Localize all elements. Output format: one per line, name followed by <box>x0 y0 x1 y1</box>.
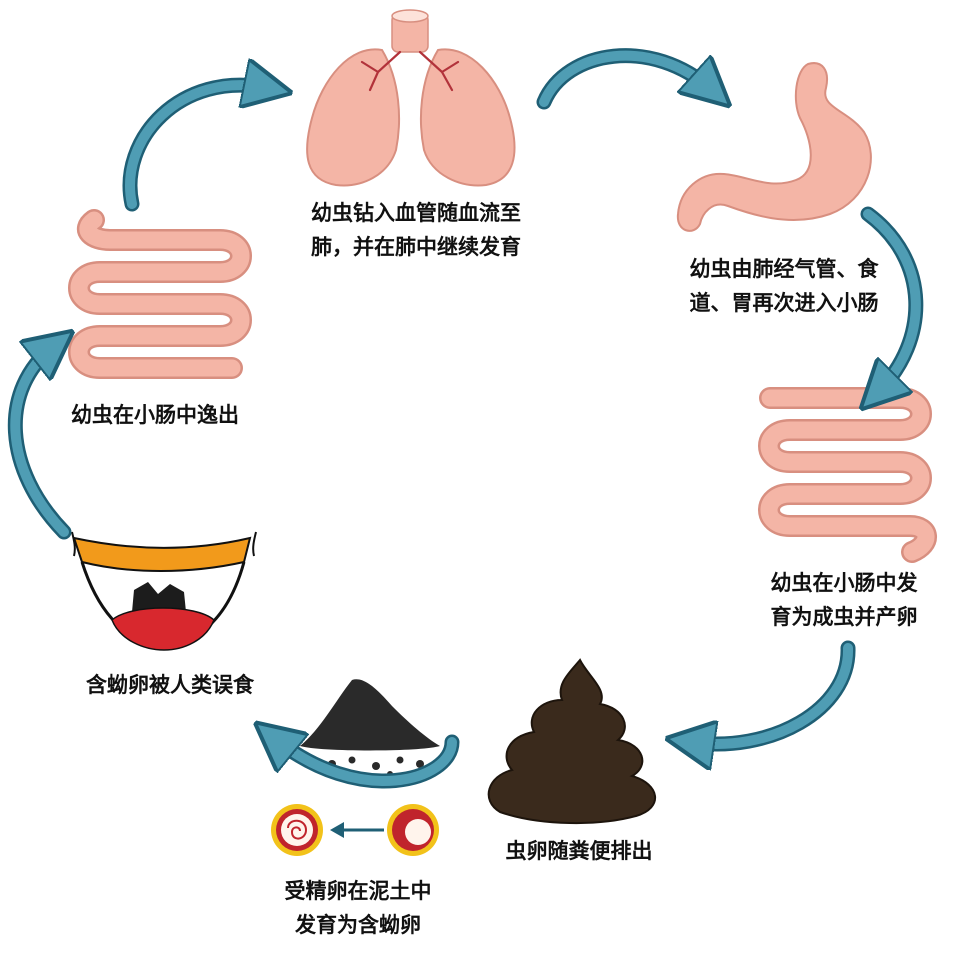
label-line: 肺，并在肺中继续发育 <box>311 234 521 259</box>
label-ingestion-stage: 含蚴卵被人类误食 <box>50 668 290 702</box>
label-feces-stage: 虫卵随粪便排出 <box>474 834 684 868</box>
label-stomach-stage: 幼虫由肺经气管、食 道、胃再次进入小肠 <box>664 252 904 320</box>
feces-illustration <box>487 658 656 825</box>
small-intestine-right-illustration <box>758 387 937 563</box>
embryonated-egg-illustration <box>271 804 323 856</box>
cycle-arrows <box>7 48 924 789</box>
arrow-intestine-to-feces <box>682 640 856 752</box>
right-lung <box>420 48 516 187</box>
label-line: 受精卵在泥土中 <box>284 878 432 903</box>
label-line: 道、胃再次进入小肠 <box>689 290 879 315</box>
label-line: 幼虫在小肠中发 <box>770 570 918 595</box>
small-intestine-left-illustration <box>68 209 252 379</box>
arrow-lungs-to-stomach <box>536 48 720 110</box>
label-line: 幼虫钻入血管随血流至 <box>311 200 521 225</box>
label-line: 幼虫在小肠中逸出 <box>71 402 239 427</box>
stomach-illustration <box>676 62 872 232</box>
label-line: 发育为含蚴卵 <box>295 912 421 937</box>
label-line: 虫卵随粪便排出 <box>505 838 653 863</box>
egg-development-arrow <box>330 822 384 838</box>
tongue <box>111 607 215 651</box>
label-line: 育为成虫并产卵 <box>770 604 918 629</box>
label-lungs-stage: 幼虫钻入血管随血流至 肺，并在肺中继续发育 <box>276 196 556 264</box>
fertilized-egg-illustration <box>387 804 439 856</box>
label-egg-stage: 受精卵在泥土中 发育为含蚴卵 <box>248 874 468 942</box>
label-line: 含蚴卵被人类误食 <box>86 672 254 697</box>
lungs-illustration <box>306 9 516 187</box>
mouth-illustration <box>71 531 257 651</box>
label-line: 幼虫由肺经气管、食 <box>689 256 879 281</box>
label-intestine-adult-stage: 幼虫在小肠中发 育为成虫并产卵 <box>744 566 944 634</box>
label-larva-hatch-stage: 幼虫在小肠中逸出 <box>40 398 270 432</box>
left-lung <box>306 48 400 187</box>
upper-lip <box>72 536 252 572</box>
arrow-intestine-to-lungs <box>122 77 276 212</box>
stomach <box>676 62 872 232</box>
